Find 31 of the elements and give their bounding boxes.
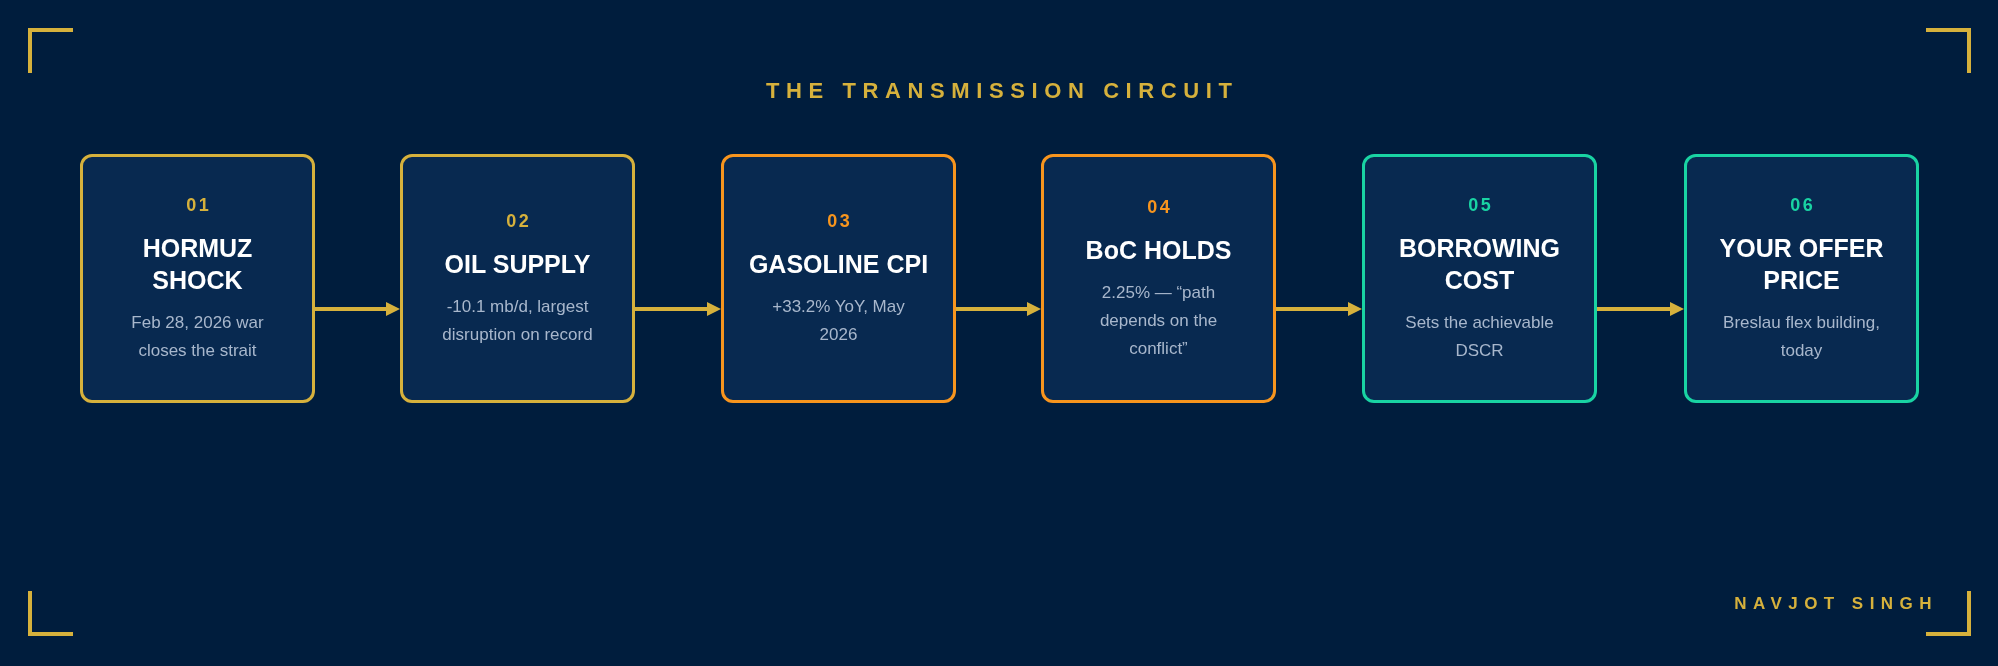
- step-description: Breslau flex building, today: [1722, 311, 1881, 362]
- arrow: [635, 302, 721, 316]
- step-description: -10.1 mb/d, largest disruption on record: [441, 295, 594, 346]
- step-number: 02: [505, 209, 532, 233]
- step-title: BoC HOLDS: [1085, 234, 1232, 266]
- step-description: Sets the achievable DSCR: [1404, 311, 1555, 362]
- step-title: BORROWING COST: [1397, 232, 1562, 296]
- step-card: [400, 154, 635, 403]
- step-card: [1041, 154, 1276, 403]
- arrow: [956, 302, 1041, 316]
- step-description: 2.25% — “path depends on the conflict”: [1098, 281, 1219, 360]
- step-number: 04: [1146, 195, 1173, 219]
- step-number: 06: [1789, 193, 1816, 217]
- step-title: GASOLINE CPI: [748, 248, 929, 280]
- author-name: NAVJOT SINGH: [1734, 593, 1938, 615]
- step-title: OIL SUPPLY: [444, 248, 591, 280]
- step-number: 03: [826, 209, 853, 233]
- diagram-title: THE TRANSMISSION CIRCUIT: [765, 77, 1239, 105]
- step-description: Feb 28, 2026 war closes the strait: [130, 311, 265, 362]
- step-card: [721, 154, 956, 403]
- arrow: [1597, 302, 1684, 316]
- arrow: [315, 302, 400, 316]
- arrow: [1276, 302, 1362, 316]
- step-title: YOUR OFFER PRICE: [1718, 232, 1885, 296]
- step-card: [1362, 154, 1597, 403]
- step-card: [1684, 154, 1919, 403]
- step-title: HORMUZ SHOCK: [141, 232, 254, 296]
- step-number: 01: [185, 193, 212, 217]
- step-card: [80, 154, 315, 403]
- step-description: +33.2% YoY, May 2026: [771, 295, 906, 346]
- step-number: 05: [1467, 193, 1494, 217]
